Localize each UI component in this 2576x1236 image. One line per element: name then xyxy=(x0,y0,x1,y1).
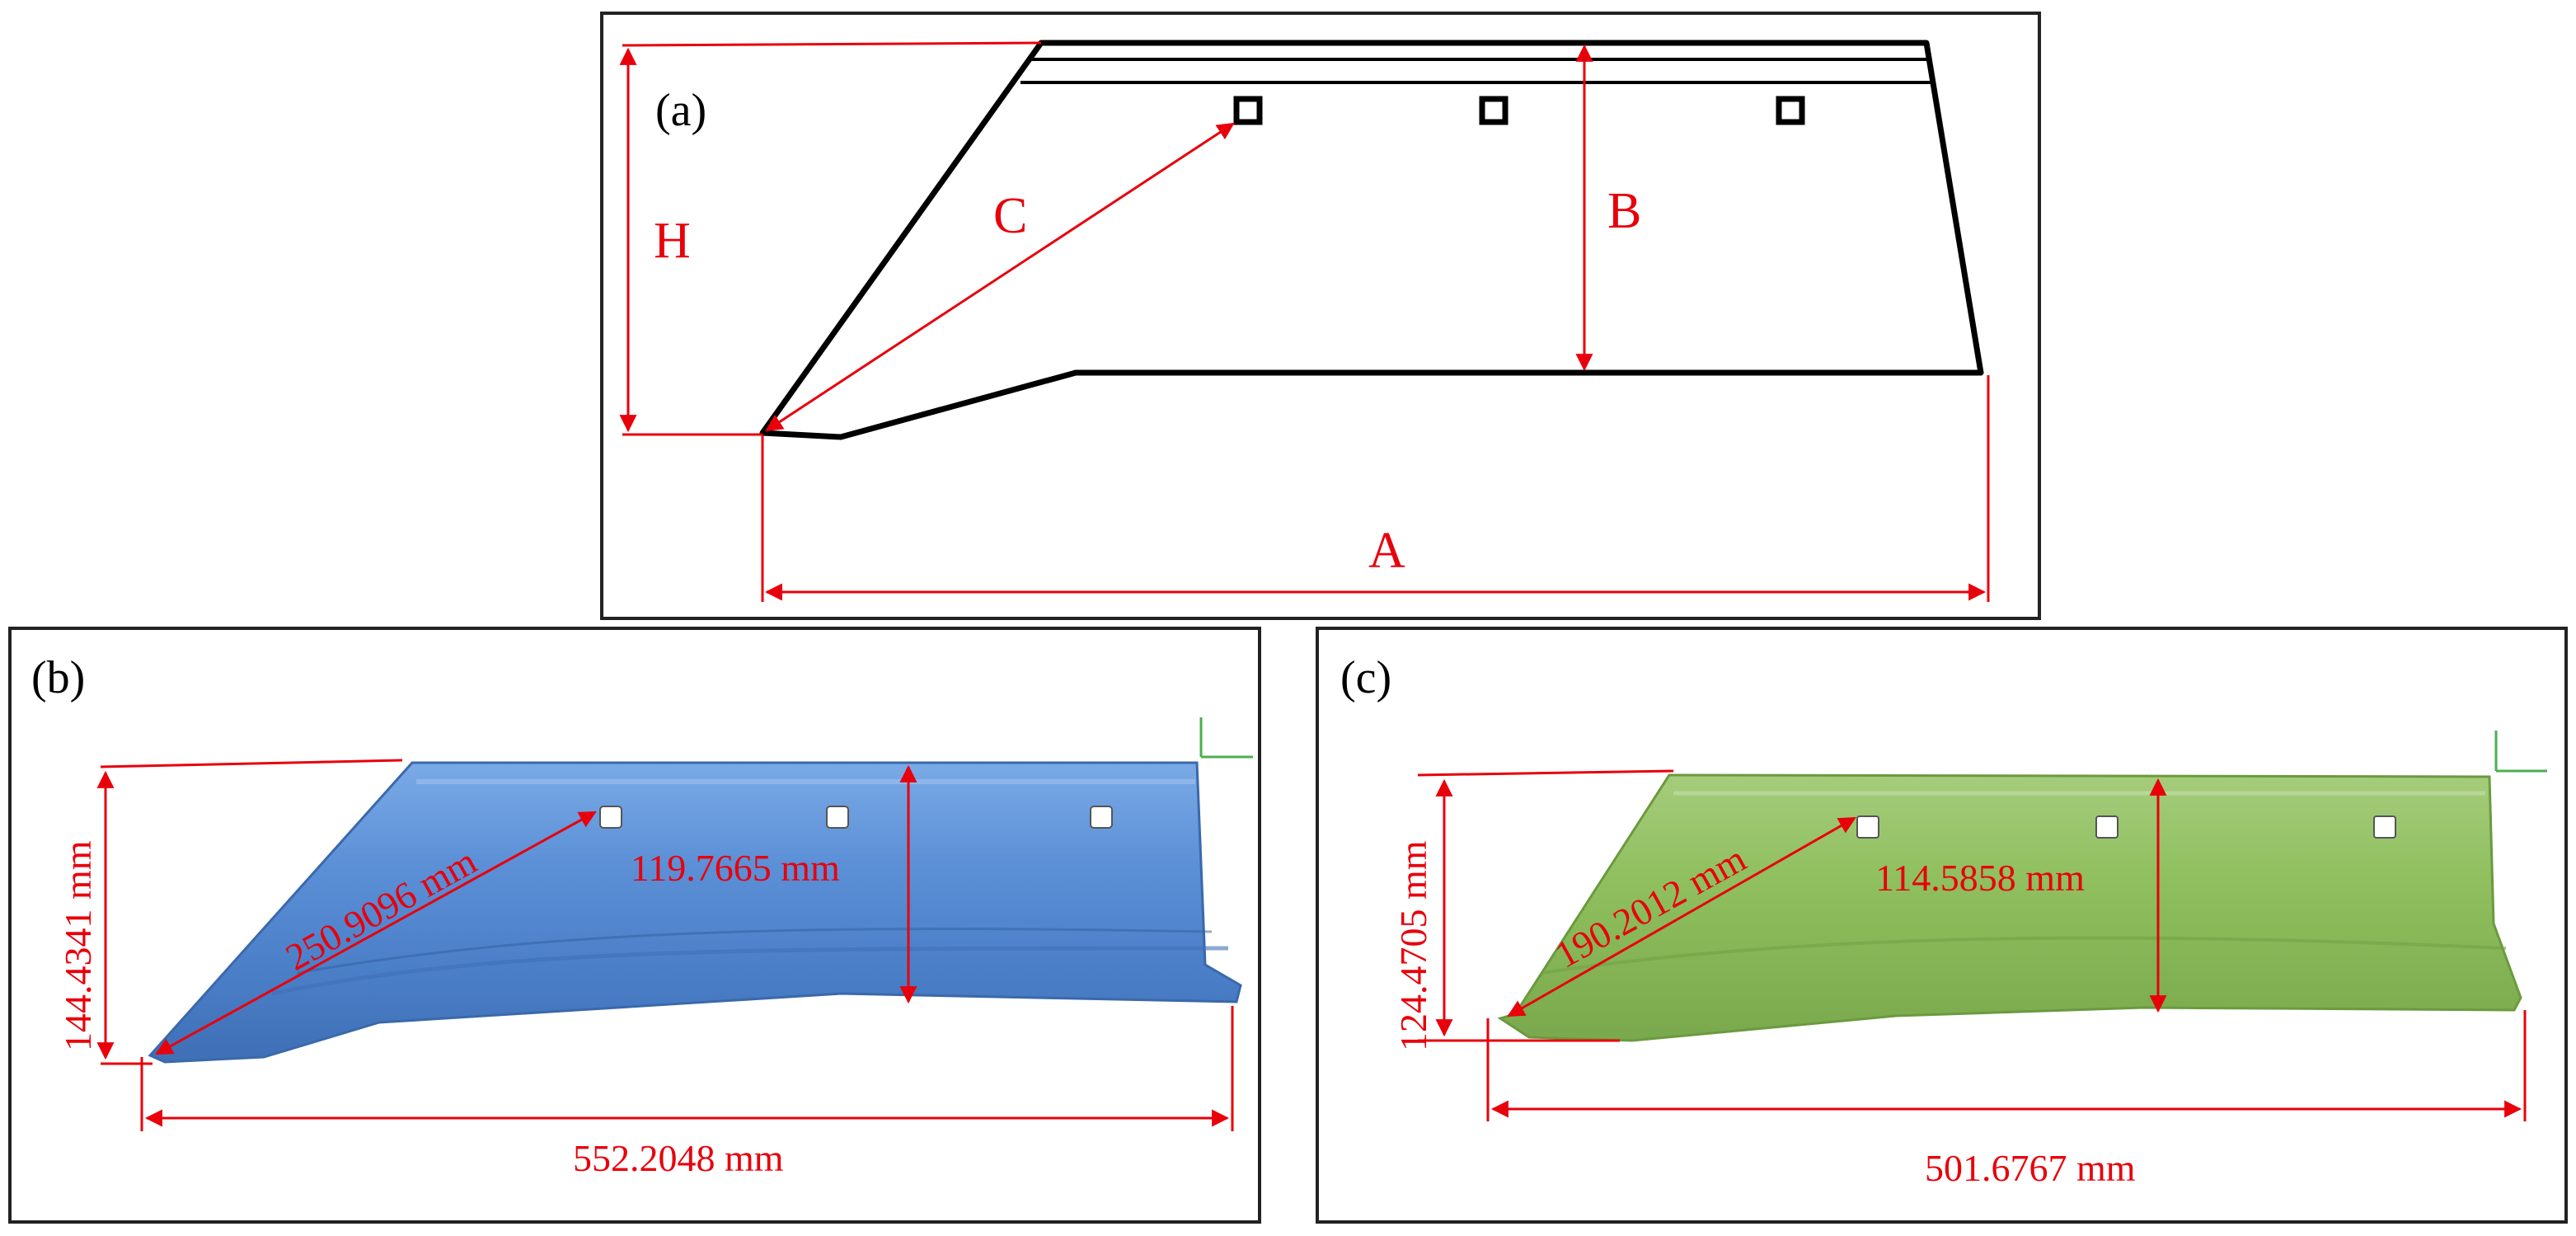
bolt-slot xyxy=(1776,96,1805,125)
dim-b-length-label: 552.2048 mm xyxy=(573,1137,784,1179)
dim-b-width-label: 119.7665 mm xyxy=(631,847,840,889)
bolt-slot xyxy=(1479,96,1509,125)
panel-a: (a) H C B A xyxy=(600,12,2041,620)
dim-c-label: C xyxy=(993,188,1027,244)
dim-b-height-label: 144.4341 mm xyxy=(57,840,99,1051)
dim-c-height-label: 124.4705 mm xyxy=(1392,840,1434,1051)
dim-c-line xyxy=(765,122,1235,432)
panel-c-label: (c) xyxy=(1340,652,1391,703)
panel-b: (b) 144.4341 mm 250.9096 mm 119.7665 mm … xyxy=(8,627,1261,1224)
dim-b-label: B xyxy=(1607,183,1641,239)
panel-a-label: (a) xyxy=(655,85,706,136)
bolt-hole xyxy=(2095,815,2119,839)
bolt-hole xyxy=(1090,806,1113,829)
dim-c-diagonal-line xyxy=(1507,816,1856,1017)
bolt-slot xyxy=(1233,96,1263,125)
bolt-hole xyxy=(2373,815,2396,839)
bolt-hole xyxy=(599,806,622,829)
dim-c-width-label: 114.5858 mm xyxy=(1875,857,2085,899)
dim-b-diagonal-line xyxy=(155,811,597,1055)
dim-a-label: A xyxy=(1368,523,1405,579)
dim-h-label: H xyxy=(654,213,691,269)
dim-c-length-label: 501.6767 mm xyxy=(1925,1147,2136,1189)
panel-c: (c) 124.4705 mm 190.2012 mm 114.5858 mm … xyxy=(1316,627,2568,1224)
panel-a-frame xyxy=(600,12,2041,620)
bolt-hole xyxy=(1856,815,1879,839)
panel-b-label: (b) xyxy=(31,652,85,703)
bolt-hole xyxy=(826,806,849,829)
